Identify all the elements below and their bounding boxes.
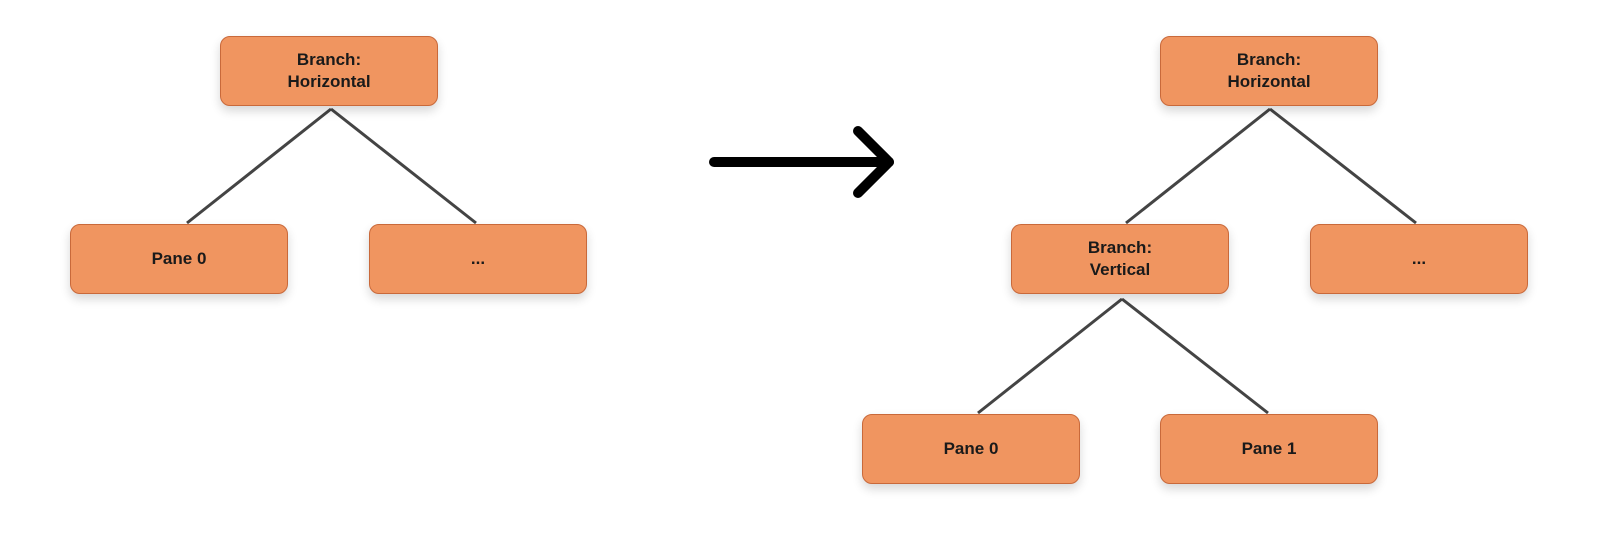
before-ellipsis-node: ... bbox=[369, 224, 587, 294]
before-root-node: Branch: Horizontal bbox=[220, 36, 438, 106]
edge-before-root-to-ellipsis bbox=[330, 107, 477, 225]
after-ellipsis-node: ... bbox=[1310, 224, 1528, 294]
edge-before-root-to-pane0 bbox=[186, 107, 332, 225]
after-root-node: Branch: Horizontal bbox=[1160, 36, 1378, 106]
right-arrow-icon bbox=[709, 126, 894, 198]
edge-branch-to-pane1 bbox=[1121, 297, 1269, 415]
node-label: Branch: Vertical bbox=[1087, 238, 1153, 279]
before-pane0-node: Pane 0 bbox=[70, 224, 288, 294]
node-label: Branch: Horizontal bbox=[287, 50, 371, 91]
node-label: Pane 0 bbox=[943, 439, 999, 458]
node-label: ... bbox=[1411, 249, 1427, 268]
node-label: Branch: Horizontal bbox=[1227, 50, 1311, 91]
after-branch-node: Branch: Vertical bbox=[1011, 224, 1229, 294]
edge-after-root-to-ellipsis bbox=[1269, 107, 1417, 225]
node-label: ... bbox=[470, 249, 486, 268]
edge-after-root-to-branch bbox=[1125, 107, 1271, 225]
after-pane0-node: Pane 0 bbox=[862, 414, 1080, 484]
edge-branch-to-pane0 bbox=[977, 297, 1123, 415]
after-pane1-node: Pane 1 bbox=[1160, 414, 1378, 484]
node-label: Pane 1 bbox=[1241, 439, 1297, 458]
node-label: Pane 0 bbox=[151, 249, 207, 268]
